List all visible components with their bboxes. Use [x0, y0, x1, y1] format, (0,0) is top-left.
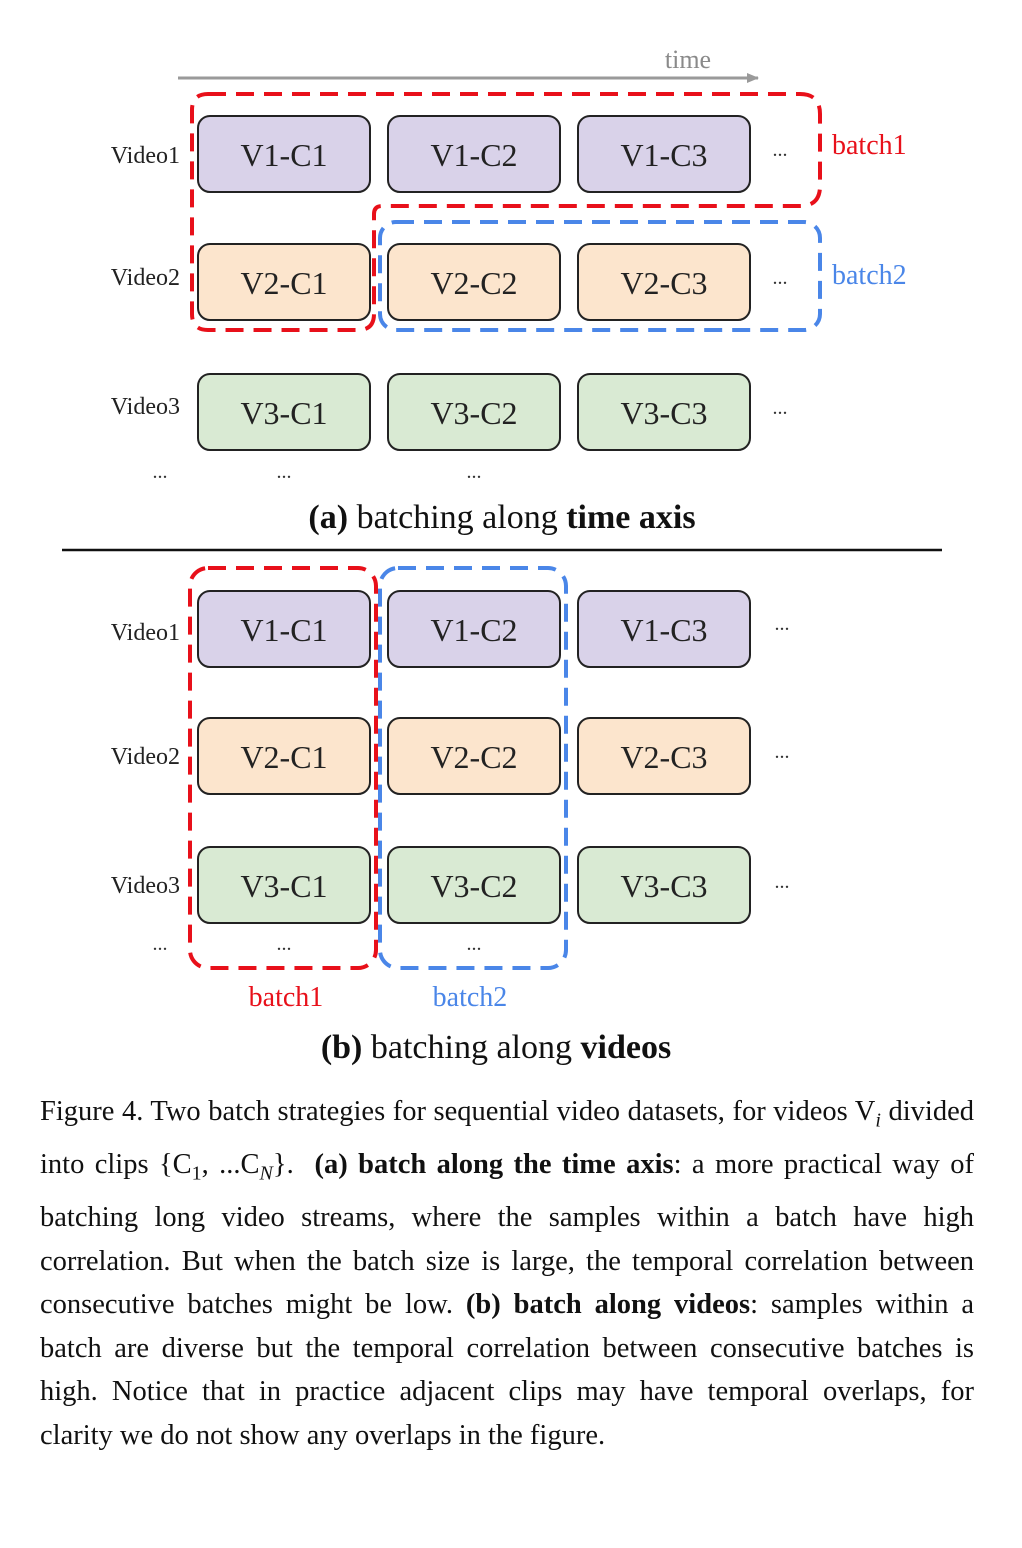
ellipsis: ...: [467, 461, 482, 483]
clip-box: [387, 590, 561, 668]
batch2-label-a: batch2: [832, 260, 907, 291]
row-label-video3: Video3: [111, 394, 180, 420]
clip-box: [577, 115, 751, 193]
clip-box: [387, 243, 561, 321]
ellipsis: ...: [775, 871, 790, 893]
batch1-label-a: batch1: [832, 130, 907, 161]
clip-box: [197, 590, 371, 668]
clip-label: V2-C1: [240, 265, 327, 301]
caption-sub-1: 1: [191, 1162, 202, 1185]
row-label-video3: Video3: [111, 873, 180, 899]
clip-box: [197, 846, 371, 924]
subcaption-b-prefix: (b): [321, 1029, 363, 1066]
batch2-outline-b: [378, 566, 568, 970]
subcaption-a-prefix: (a): [308, 499, 348, 536]
clip-box: [197, 717, 371, 795]
subcaption-b: (b) batching along videos: [321, 1029, 671, 1066]
clip-label: V1-C3: [620, 137, 707, 173]
ellipsis: ...: [277, 461, 292, 483]
caption-mid: divided into clips {C: [40, 1096, 974, 1181]
row-label-video2: Video2: [111, 265, 180, 291]
ellipsis: ...: [467, 933, 482, 955]
clip-box: [387, 717, 561, 795]
ellipsis: ...: [773, 397, 788, 419]
clip-box: [387, 373, 561, 451]
subcaption-b-middle: batching along: [362, 1029, 580, 1066]
ellipsis: ...: [773, 267, 788, 289]
clip-label: V3-C2: [430, 868, 517, 904]
batch1-label-b: batch1: [249, 982, 324, 1013]
time-label: time: [665, 45, 711, 74]
ellipsis: ...: [773, 139, 788, 161]
panel-b: Video1 V1-C1 V1-C2 V1-C3 ... Video2 V2-C…: [111, 566, 790, 1066]
ellipsis: ...: [775, 741, 790, 763]
caption-intro: Figure 4. Two batch strategies for seque…: [40, 1096, 876, 1127]
clip-label: V1-C1: [240, 137, 327, 173]
clip-box: [577, 373, 751, 451]
caption-text-a: : a more practical way of batching long …: [40, 1149, 974, 1321]
clip-label: V1-C2: [430, 612, 517, 648]
caption-sub-n: N: [259, 1162, 273, 1185]
batch1-outline-b: [188, 566, 378, 970]
ellipsis: ...: [153, 933, 168, 955]
clip-label: V2-C2: [430, 265, 517, 301]
clip-box: [577, 717, 751, 795]
caption-bold-a: (a) batch along the time axis: [314, 1149, 674, 1181]
clip-box: [577, 590, 751, 668]
caption-mid2: , ...C: [201, 1149, 260, 1181]
clip-box: [577, 846, 751, 924]
clip-label: V2-C1: [240, 739, 327, 775]
caption-bold-b: (b) batch along videos: [465, 1289, 751, 1321]
caption-sub-i: i: [875, 1109, 881, 1132]
ellipsis: ...: [153, 461, 168, 483]
caption-text-b: : samples within a batch are diverse but…: [40, 1289, 974, 1451]
clip-label: V2-C3: [620, 739, 707, 775]
clip-box: [577, 243, 751, 321]
clip-label: V2-C3: [620, 265, 707, 301]
clip-label: V3-C2: [430, 395, 517, 431]
ellipsis: ...: [775, 613, 790, 635]
batch2-label-b: batch2: [433, 982, 508, 1013]
figure-diagram: time Video1 V1-C1 V1-C2 V1-C3 ... batch1…: [62, 45, 942, 1066]
row-label-video1: Video1: [111, 620, 180, 646]
clip-label: V3-C1: [240, 868, 327, 904]
subcaption-b-bold: videos: [581, 1029, 672, 1066]
batch2-outline-a: [378, 220, 822, 332]
clip-label: V3-C3: [620, 868, 707, 904]
batch1-outline-a: [190, 92, 822, 332]
panel-a: time Video1 V1-C1 V1-C2 V1-C3 ... batch1…: [111, 45, 907, 536]
clip-label: V1-C1: [240, 612, 327, 648]
clip-label: V3-C3: [620, 395, 707, 431]
subcaption-a: (a) batching along time axis: [308, 499, 695, 536]
row-label-video1: Video1: [111, 143, 180, 169]
subcaption-a-bold: time axis: [566, 499, 695, 536]
clip-label: V2-C2: [430, 739, 517, 775]
figure-caption: Figure 4. Two batch strategies for seque…: [40, 1090, 974, 1457]
clip-box: [197, 243, 371, 321]
clip-box: [197, 373, 371, 451]
clip-label: V3-C1: [240, 395, 327, 431]
clip-box: [387, 846, 561, 924]
clip-box: [387, 115, 561, 193]
subcaption-a-middle: batching along: [348, 499, 566, 536]
caption-mid3: }.: [272, 1149, 315, 1181]
clip-label: V1-C2: [430, 137, 517, 173]
clip-label: V1-C3: [620, 612, 707, 648]
clip-box: [197, 115, 371, 193]
ellipsis: ...: [277, 933, 292, 955]
row-label-video2: Video2: [111, 744, 180, 770]
